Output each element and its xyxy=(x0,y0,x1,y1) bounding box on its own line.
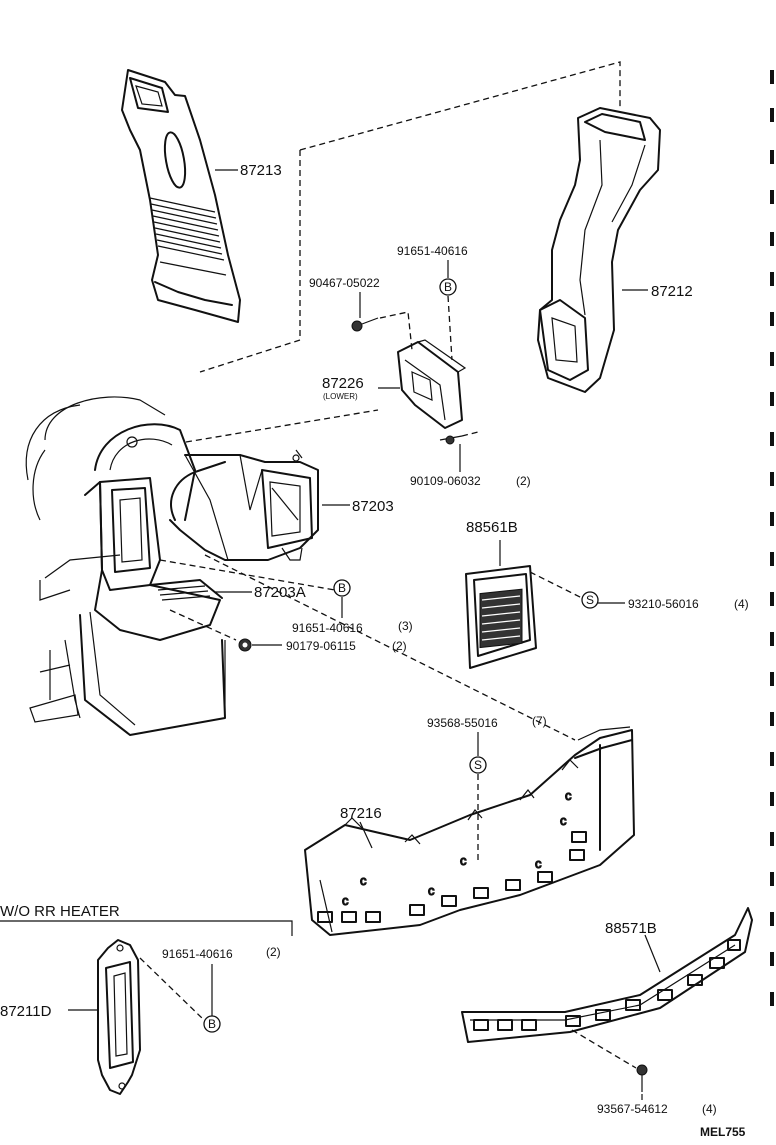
guide-87213-87212 xyxy=(299,61,621,151)
label-87226: 87226 xyxy=(322,375,364,392)
cover-87211D xyxy=(97,939,141,1095)
bolt-marker-mid xyxy=(333,579,351,597)
label-87226-note: (LOWER) xyxy=(323,392,358,401)
label-88571B: 88571B xyxy=(605,920,657,937)
screw-marker-grille-letter: S xyxy=(586,593,594,607)
guide-93567 xyxy=(571,1029,637,1069)
svg-text:c: c xyxy=(360,873,367,888)
guide-87203-87216 xyxy=(204,554,576,741)
bolt-marker-mid-letter: B xyxy=(338,581,346,595)
label-91651-40616-low: 91651-40616 xyxy=(162,947,233,961)
guide-91651-top xyxy=(447,295,453,361)
leader-88571B xyxy=(644,934,661,973)
nut-90179-icon xyxy=(238,638,252,652)
guide-91651-mid xyxy=(159,559,336,591)
guide-91651-low xyxy=(139,957,205,1021)
label-87213: 87213 xyxy=(240,162,282,179)
label-wo-rr-heater: W/O RR HEATER xyxy=(0,903,120,920)
duct-87203 xyxy=(169,449,319,561)
label-93568-55016: 93568-55016 xyxy=(427,716,498,730)
svg-text:c: c xyxy=(535,856,542,871)
guide-87213-lower xyxy=(199,150,301,373)
label-93568-55016-qty: (7) xyxy=(532,714,547,728)
figure-code: MEL755 xyxy=(700,1125,746,1139)
duct-87213 xyxy=(121,69,241,323)
bolt-90109-icon xyxy=(439,435,463,445)
label-87211D: 87211D xyxy=(0,1003,52,1020)
bolt-marker-low-letter: B xyxy=(208,1017,216,1031)
duct-87216: c c c c c c c xyxy=(304,726,635,936)
guide-87203-87226 xyxy=(185,409,379,443)
bolt-marker-low xyxy=(203,1015,221,1033)
svg-text:c: c xyxy=(460,853,467,868)
section-bracket-line xyxy=(0,920,293,936)
label-87216: 87216 xyxy=(340,805,382,822)
label-93567-54612-qty: (4) xyxy=(702,1102,717,1116)
label-90179-06115-qty: (2) xyxy=(392,639,407,653)
label-91651-40616-mid-qty: (3) xyxy=(398,619,413,633)
label-91651-40616-top: 91651-40616 xyxy=(397,244,468,258)
label-91651-40616-mid: 91651-40616 xyxy=(292,621,363,635)
svg-text:c: c xyxy=(342,893,349,908)
label-93210-56016: 93210-56016 xyxy=(628,597,699,611)
strip-88571B xyxy=(461,907,753,1043)
edge-marks xyxy=(770,70,774,1006)
screw-marker-grille xyxy=(581,591,599,609)
clip-90467-icon xyxy=(351,317,379,332)
svg-text:c: c xyxy=(428,883,435,898)
label-90179-06115: 90179-06115 xyxy=(286,639,356,653)
guide-93210 xyxy=(529,571,583,599)
label-90467-05022: 90467-05022 xyxy=(309,276,380,290)
bolt-marker-top xyxy=(439,278,457,296)
heater-unit xyxy=(25,396,226,736)
screw-marker-rear xyxy=(469,756,487,774)
label-93210-56016-qty: (4) xyxy=(734,597,749,611)
label-90109-06032: 90109-06032 xyxy=(410,474,481,488)
screw-marker-rear-letter: S xyxy=(474,758,482,772)
bracket-87226 xyxy=(397,339,467,429)
rear-duct-outlets xyxy=(317,831,587,923)
grille-88561B xyxy=(465,565,537,669)
label-93567-54612: 93567-54612 xyxy=(597,1102,668,1116)
label-87212: 87212 xyxy=(651,283,693,300)
duct-87212 xyxy=(537,107,661,393)
guide-90109 xyxy=(461,431,479,437)
guide-90179 xyxy=(169,609,237,641)
screw-93567-icon xyxy=(636,1064,648,1092)
label-90109-06032-qty: (2) xyxy=(516,474,531,488)
label-91651-40616-low-qty: (2) xyxy=(266,945,281,959)
bolt-marker-top-letter: B xyxy=(444,280,452,294)
svg-text:c: c xyxy=(560,813,567,828)
label-88561B: 88561B xyxy=(466,519,518,536)
svg-text:c: c xyxy=(565,788,572,803)
label-87203: 87203 xyxy=(352,498,394,515)
guide-90467 xyxy=(379,311,413,351)
leader-87216 xyxy=(359,821,373,849)
